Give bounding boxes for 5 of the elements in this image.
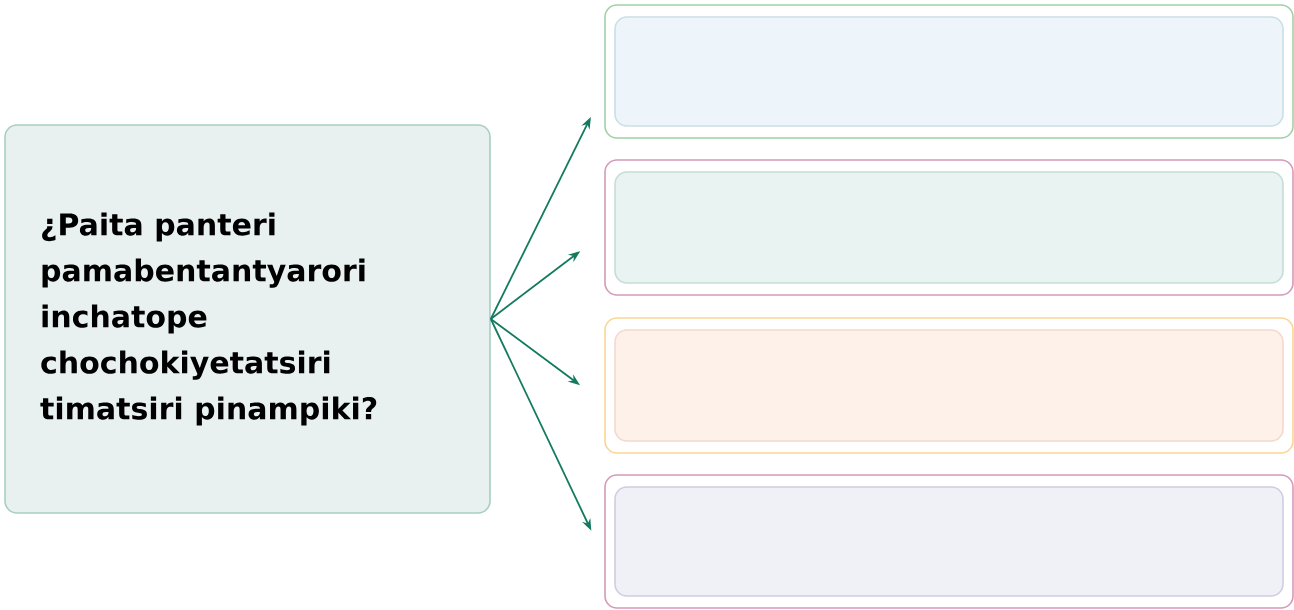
- answer-box: [614, 486, 1284, 597]
- answer-box: [614, 171, 1284, 284]
- question-box: ¿Paita panteri pamabentantyarori inchatope chochokiyetatsiri timatsiri pinampiki?: [4, 124, 491, 514]
- answer-box: [614, 16, 1284, 127]
- answer-box: [614, 329, 1284, 442]
